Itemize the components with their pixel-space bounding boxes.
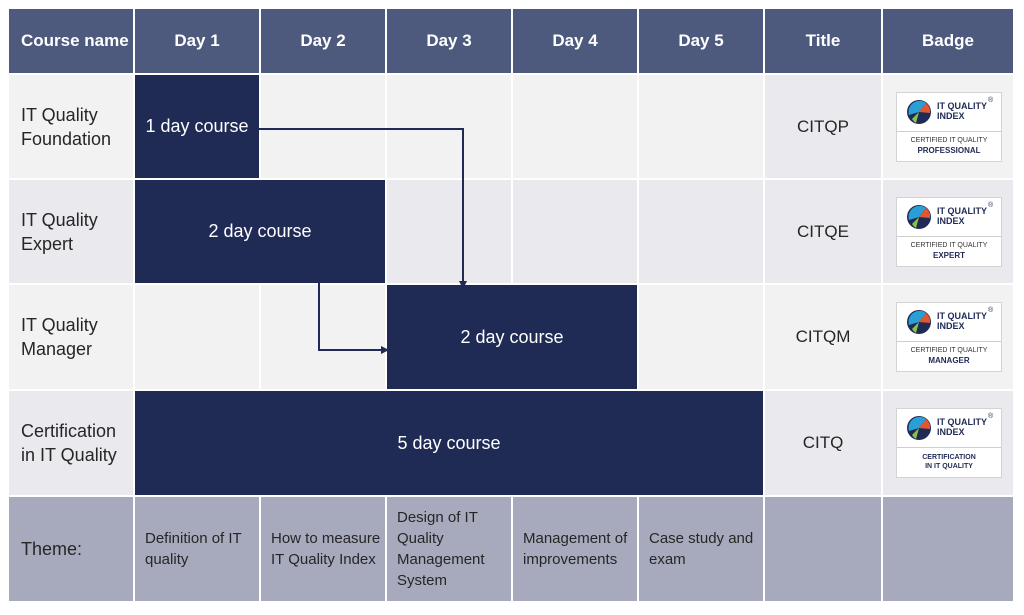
badge-line-2: MANAGER: [928, 356, 970, 365]
title-citqe: CITQE: [765, 180, 881, 283]
header-day-1: Day 1: [135, 9, 259, 73]
grid-cell: [639, 285, 763, 389]
theme-day-1: Definition of IT quality: [135, 497, 259, 601]
badge-line-1: CERTIFICATION: [922, 454, 976, 461]
header-day-5: Day 5: [639, 9, 763, 73]
theme-day-5: Case study and exam: [639, 497, 763, 601]
grid-cell: [387, 75, 511, 178]
grid-cell: [261, 75, 385, 178]
header-title: Title: [765, 9, 881, 73]
badge-line-2: PROFESSIONAL: [917, 146, 981, 155]
badge-line-1: CERTIFIED IT QUALITY: [910, 347, 988, 354]
badge-line-2: IN IT QUALITY: [925, 463, 973, 470]
grid-cell: [261, 285, 385, 389]
registered-mark: ®: [988, 413, 994, 420]
grid-cell: [135, 285, 259, 389]
title-citq: CITQ: [765, 391, 881, 495]
it-quality-index-logo-icon: [907, 205, 931, 229]
theme-day-4: Management of improvements: [513, 497, 637, 601]
grid-cell: [513, 75, 637, 178]
title-citqm: CITQM: [765, 285, 881, 389]
it-quality-index-logo-icon: [907, 416, 931, 440]
course-name-expert: IT Quality Expert: [9, 180, 133, 283]
registered-mark: ®: [988, 97, 994, 104]
arrow-foundation-to-manager: [250, 128, 467, 289]
theme-empty-title: [765, 497, 881, 601]
grid-cell: [639, 75, 763, 178]
badge-line-1: CERTIFIED IT QUALITY: [910, 137, 988, 144]
registered-mark: ®: [988, 307, 994, 314]
grid-cell: [639, 180, 763, 283]
theme-day-3: Design of IT Quality Management System: [387, 497, 511, 601]
course-block-certification: 5 day course: [135, 391, 763, 495]
grid-cell: [513, 180, 637, 283]
registered-mark: ®: [988, 202, 994, 209]
theme-empty-badge: [883, 497, 1013, 601]
course-name-certification: Certification in IT Quality: [9, 391, 133, 495]
title-citqp: CITQP: [765, 75, 881, 178]
it-quality-index-logo-icon: [907, 100, 931, 124]
header-badge: Badge: [883, 9, 1013, 73]
arrow-expert-to-manager: [318, 283, 389, 354]
header-course-name: Course name: [9, 9, 133, 73]
theme-label: Theme:: [9, 497, 133, 601]
badge-line-1: CERTIFIED IT QUALITY: [910, 242, 988, 249]
theme-day-2: How to measure IT Quality Index: [261, 497, 385, 601]
it-quality-index-logo-icon: [907, 310, 931, 334]
course-block-expert: 2 day course: [135, 180, 385, 283]
course-name-manager: IT Quality Manager: [9, 285, 133, 389]
badge-line-2: EXPERT: [932, 251, 965, 260]
course-name-foundation: IT Quality Foundation: [9, 75, 133, 178]
grid-cell: [387, 180, 511, 283]
course-block-manager: 2 day course: [387, 285, 637, 389]
course-block-foundation: 1 day course: [135, 75, 259, 178]
header-day-4: Day 4: [513, 9, 637, 73]
header-day-2: Day 2: [261, 9, 385, 73]
header-day-3: Day 3: [387, 9, 511, 73]
